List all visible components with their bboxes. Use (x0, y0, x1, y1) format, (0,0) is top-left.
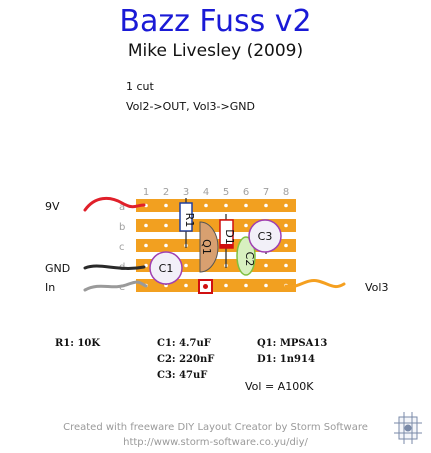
column-label: 8 (283, 187, 289, 198)
copper-strip (136, 199, 296, 212)
copper-strip (136, 279, 296, 292)
bom-c3: C3: 47uF (157, 370, 208, 381)
bom-d1: D1: 1n914 (257, 354, 315, 365)
strip-hole (264, 203, 268, 208)
resistor-r1 (179, 202, 193, 232)
footer-credit: Created with freeware DIY Layout Creator… (63, 422, 368, 433)
q1-label: Q1 (200, 239, 213, 255)
column-label: 5 (223, 187, 229, 198)
row-label: b (119, 222, 125, 233)
strip-hole (164, 223, 168, 228)
wire-label-vol3: Vol3 (365, 281, 389, 294)
column-label: 6 (243, 187, 249, 198)
strip-hole (184, 263, 188, 268)
bom-c1: C1: 4.7uF (157, 338, 211, 349)
r1-label: R1 (183, 213, 196, 228)
strip-hole (284, 203, 288, 208)
strip-hole (204, 203, 208, 208)
strip-hole (164, 203, 168, 208)
strip-hole (224, 203, 228, 208)
c3-label: C3 (258, 230, 273, 243)
author-line: Mike Livesley (2009) (127, 41, 304, 61)
page-title: Bazz Fuss v2 (119, 4, 312, 39)
wire-vol3 (284, 279, 346, 289)
strip-hole (244, 203, 248, 208)
wire-label-gnd: GND (45, 262, 71, 275)
strip-hole (284, 223, 288, 228)
bom-r1: R1: 10K (55, 338, 101, 349)
column-label: 2 (163, 187, 169, 198)
capacitor-c2 (236, 236, 256, 276)
track-cut-dot (203, 284, 208, 289)
cut-note: 1 cut (126, 80, 154, 93)
strip-hole (164, 243, 168, 248)
column-label: 4 (203, 187, 209, 198)
capacitor-c1 (149, 251, 183, 285)
c2-label: C2 (243, 252, 256, 267)
strip-hole (284, 263, 288, 268)
strip-hole (244, 223, 248, 228)
strip-hole (284, 243, 288, 248)
wire-input (83, 280, 148, 292)
column-label: 7 (263, 187, 269, 198)
bom-vol: Vol = A100K (245, 380, 314, 393)
strip-hole (184, 283, 188, 288)
d1-label: D1 (223, 229, 236, 244)
d1-cathode-band (220, 244, 233, 248)
strip-hole (264, 263, 268, 268)
bom-c2: C2: 220nF (157, 354, 215, 365)
bom-q1: Q1: MPSA13 (257, 338, 328, 349)
strip-hole (144, 243, 148, 248)
wiring-note: Vol2->OUT, Vol3->GND (126, 100, 255, 113)
column-label: 3 (183, 187, 189, 198)
wire-9v (83, 196, 146, 212)
wire-label-9v: 9V (45, 200, 60, 213)
capacitor-c3 (248, 219, 282, 253)
footer-url: http://www.storm-software.co.yu/diy/ (123, 437, 308, 448)
wire-gnd (83, 264, 146, 270)
strip-hole (224, 283, 228, 288)
strip-hole (264, 283, 268, 288)
row-label: a (119, 202, 125, 213)
strip-hole (144, 223, 148, 228)
strip-hole (244, 283, 248, 288)
transistor-q1 (199, 221, 219, 273)
c1-label: C1 (159, 262, 174, 275)
diy-logo-icon (394, 412, 422, 444)
row-label: c (119, 242, 125, 253)
column-label: 1 (143, 187, 149, 198)
wire-label-in: In (45, 281, 56, 294)
